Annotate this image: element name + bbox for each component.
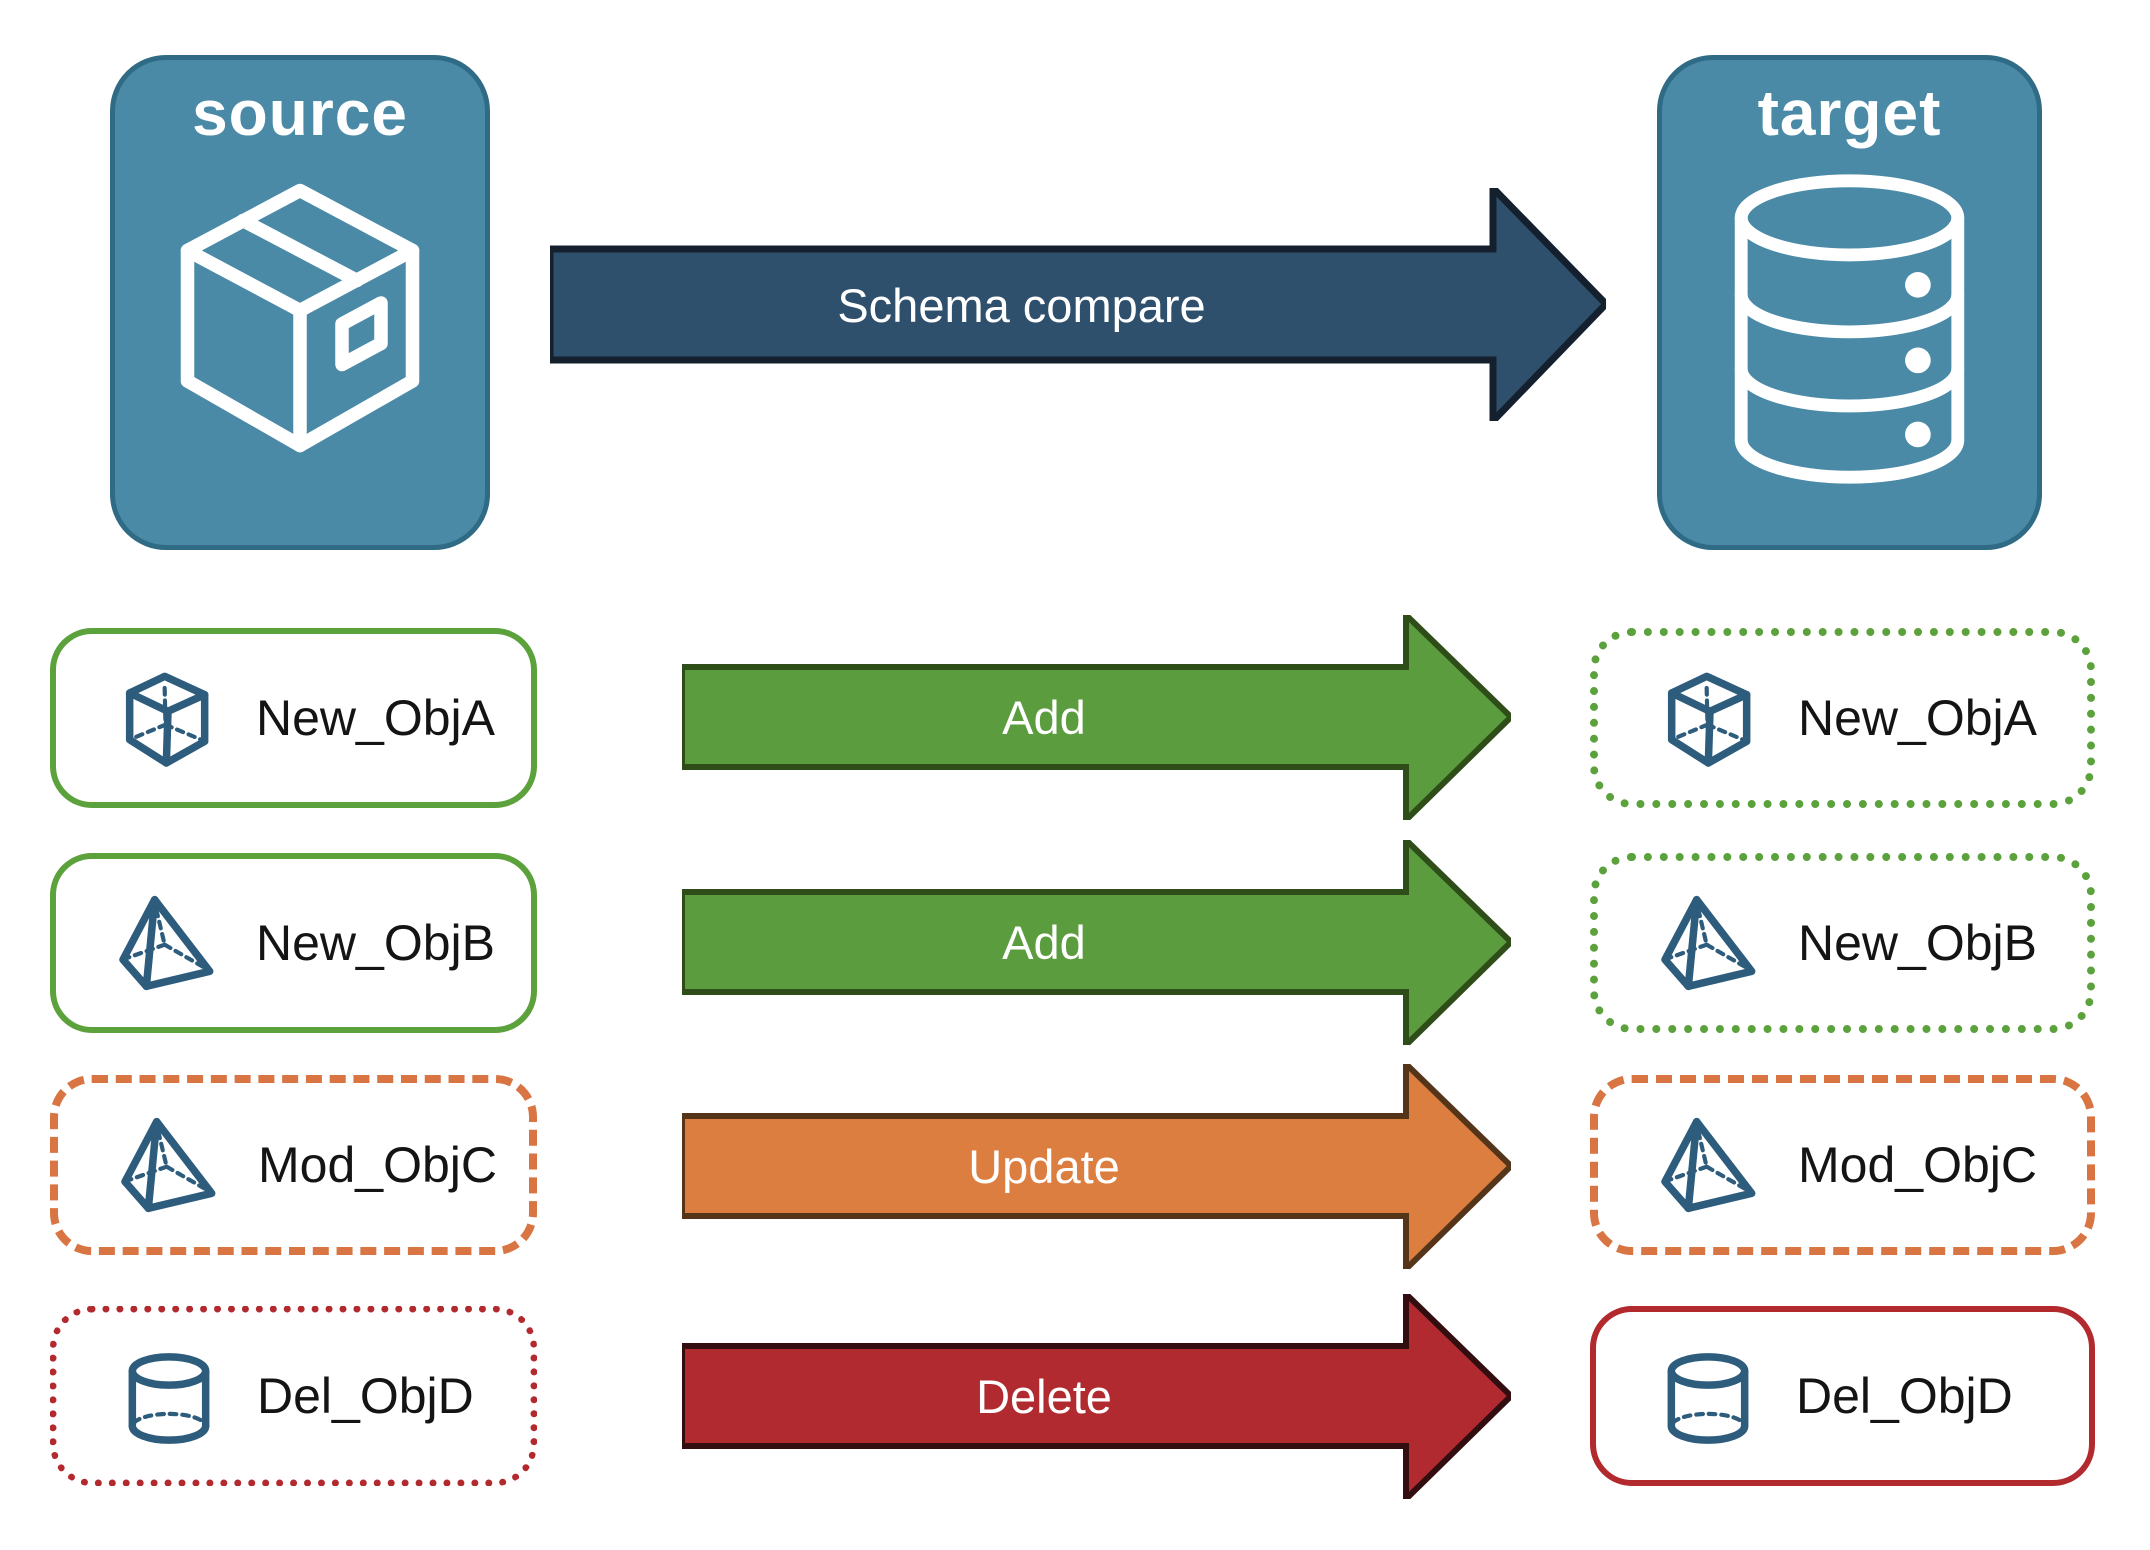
source-node: source — [110, 55, 490, 550]
object-label: Del_ObjD — [257, 1368, 474, 1424]
object-label: New_ObjA — [256, 690, 495, 746]
object-label: Mod_ObjC — [258, 1137, 497, 1193]
source-card-del-objd: Del_ObjD — [50, 1306, 537, 1486]
target-card-del-objd: Del_ObjD — [1590, 1306, 2095, 1486]
object-label: Mod_ObjC — [1798, 1137, 2037, 1193]
schema-compare-label: Schema compare — [837, 278, 1206, 332]
source-card-new-obja: New_ObjA — [50, 628, 537, 808]
cube-icon — [125, 672, 209, 767]
cylinder-icon — [128, 1353, 210, 1444]
pyramid-icon — [1661, 895, 1756, 991]
add-arrow-row1 — [682, 615, 1511, 820]
schema-compare-arrow — [550, 188, 1606, 421]
object-label: New_ObjB — [1798, 915, 2037, 971]
add-arrow-label-row2: Add — [1002, 916, 1086, 969]
object-label: New_ObjB — [256, 915, 495, 971]
delete-arrow-label: Delete — [976, 1370, 1112, 1423]
object-label: Del_ObjD — [1796, 1368, 2013, 1424]
pyramid-icon — [121, 1117, 216, 1213]
add-arrow-row2 — [682, 840, 1511, 1045]
target-card-mod-objc: Mod_ObjC — [1590, 1075, 2095, 1255]
add-arrow-label-row1: Add — [1002, 691, 1086, 744]
delete-arrow — [682, 1294, 1511, 1499]
target-card-new-objb: New_ObjB — [1590, 853, 2095, 1033]
pyramid-icon — [1661, 1117, 1756, 1213]
object-label: New_ObjA — [1798, 690, 2037, 746]
update-arrow — [682, 1064, 1511, 1269]
source-card-new-objb: New_ObjB — [50, 853, 537, 1033]
cylinder-icon — [1667, 1353, 1749, 1444]
update-arrow-label: Update — [968, 1140, 1120, 1193]
cube-icon — [1667, 672, 1751, 767]
package-icon — [180, 183, 420, 453]
source-card-mod-objc: Mod_ObjC — [50, 1075, 537, 1255]
pyramid-icon — [119, 895, 214, 991]
source-title: source — [192, 77, 408, 149]
target-title: target — [1757, 77, 1942, 149]
database-icon — [1734, 174, 1965, 484]
target-card-new-obja: New_ObjA — [1590, 628, 2095, 808]
target-node: target — [1657, 55, 2042, 550]
